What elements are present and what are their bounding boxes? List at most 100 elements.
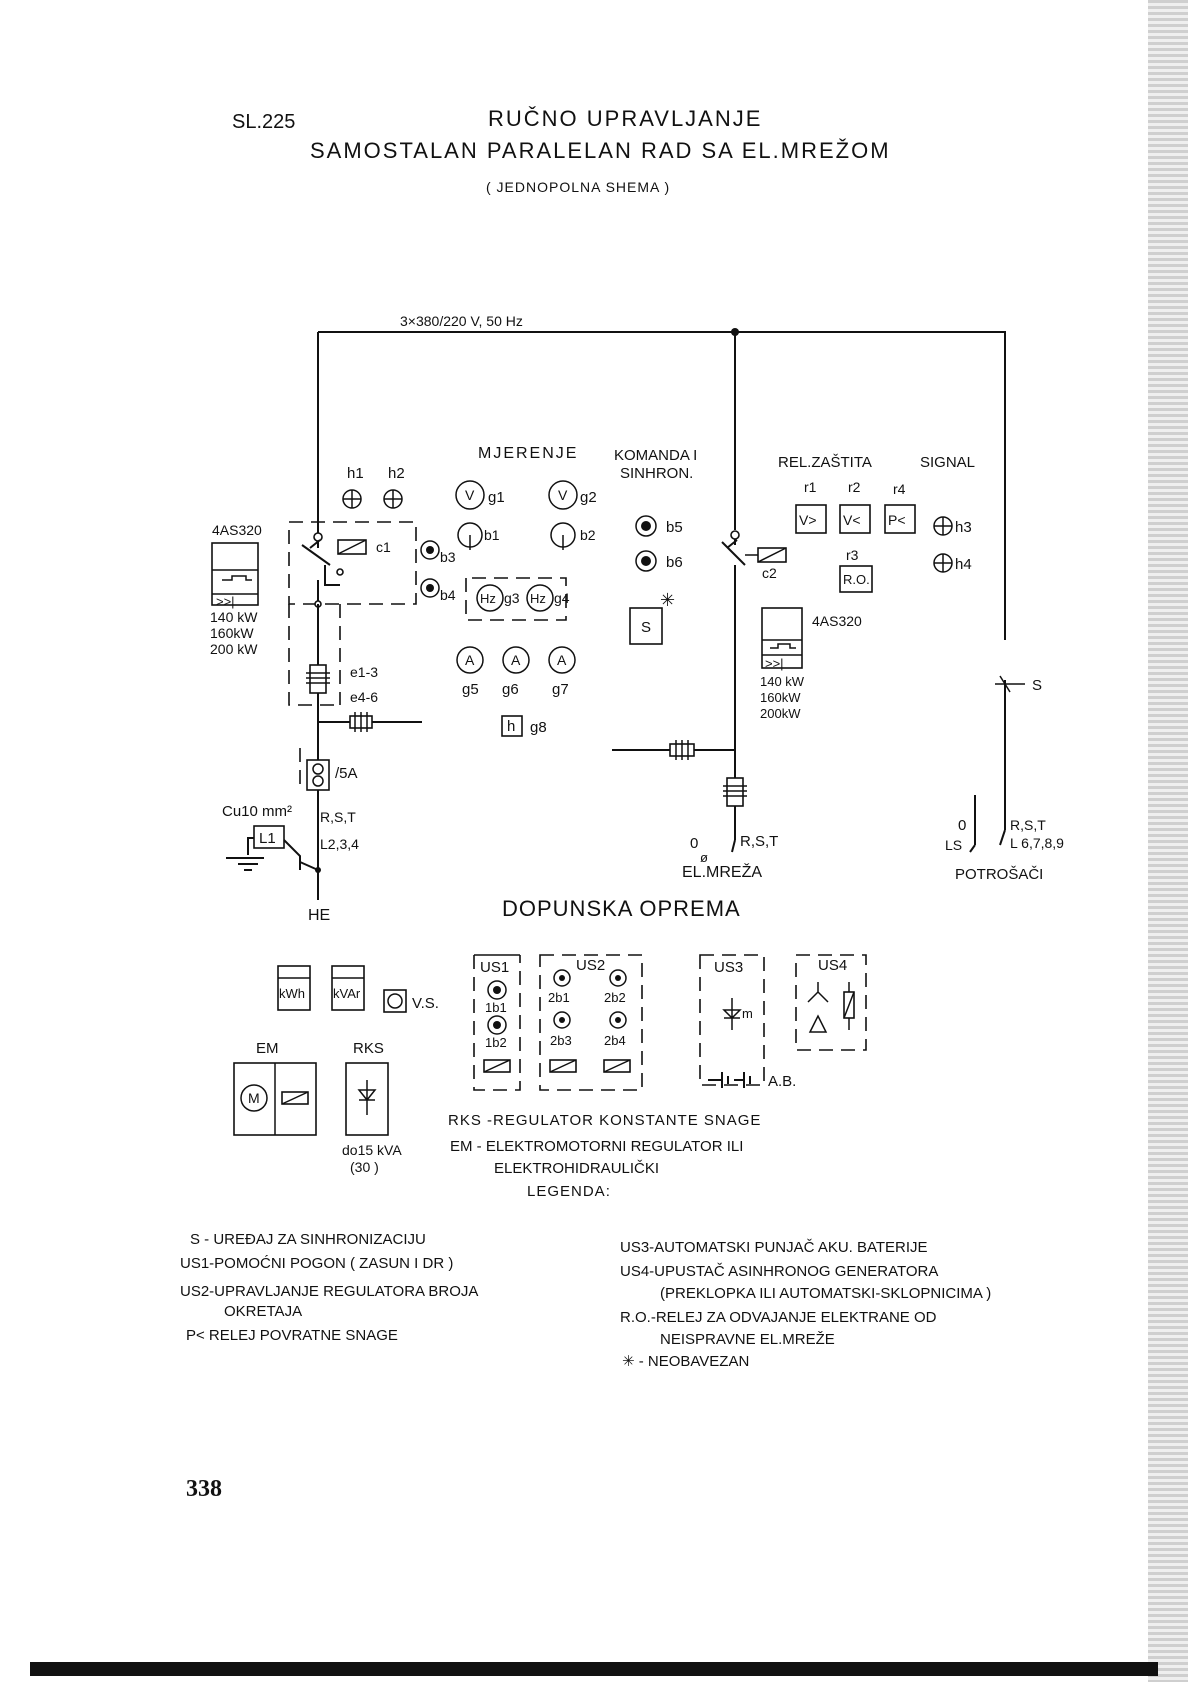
section-mjerenje: MJERENJE: [478, 445, 578, 462]
rks-diode-icon: [357, 1080, 377, 1115]
right-breaker-divider: [762, 639, 802, 656]
relay-r2-box: [839, 504, 871, 534]
c1-aux-contact: [336, 568, 344, 576]
voltmeter-g1-symbol: V: [465, 487, 475, 503]
button-b4-icon: [420, 578, 440, 598]
gen-l234-label: L2,3,4: [320, 836, 359, 852]
cable-label: Cu10 mm²: [222, 803, 292, 820]
relay-r1-box: [795, 504, 827, 534]
legend-left-3: US2-UPRAVLJANJE REGULATORA BROJA: [180, 1283, 478, 1300]
us2-label: US2: [576, 957, 605, 974]
section-komanda: KOMANDA I: [614, 447, 697, 464]
left-breaker-rating-2: 160kW: [210, 625, 254, 641]
left-breaker-type: 4AS320: [212, 522, 262, 538]
us3-m-label: m: [742, 1006, 753, 1021]
figure-number: SL.225: [232, 111, 295, 133]
us1-coil-diag: [483, 1059, 511, 1073]
section-sinhron: SINHRON.: [620, 465, 693, 482]
section-relzastita: REL.ZAŠTITA: [778, 454, 872, 471]
relay-r3-box: [839, 565, 873, 593]
optional-star-icon: ✳: [660, 590, 675, 610]
battery-icon: [708, 1072, 751, 1088]
kvar-label: kVAr: [333, 986, 361, 1001]
main-busbar: [318, 331, 1006, 830]
b4-label: b4: [440, 587, 456, 603]
lamp-h2-icon: [383, 489, 403, 509]
potrosaci-label: POTROŠAČI: [955, 866, 1043, 883]
legend-left-2: US1-POMOĆNI POGON ( ZASUN I DR ): [180, 1255, 453, 1272]
generator-terminal-bend: [299, 840, 319, 871]
left-breaker-rating-3: 200 kW: [210, 641, 258, 657]
ct-core-top: [312, 763, 324, 775]
switch-b2-icon: [550, 522, 576, 550]
page-subtitle: SAMOSTALAN PARALELAN RAD SA EL.MREŽOM: [310, 138, 891, 163]
g7-label: g7: [552, 681, 569, 698]
kwh-label: kWh: [279, 986, 305, 1001]
lamp-h1-icon: [342, 489, 362, 509]
abbrev-em: EM - ELEKTROMOTORNI REGULATOR ILI: [450, 1138, 743, 1155]
vs-label: V.S.: [412, 995, 439, 1012]
rks-rating-1: do15 kVA: [342, 1142, 402, 1158]
h2-label: h2: [388, 465, 405, 482]
left-breaker-divider: [212, 569, 258, 595]
frequency-meter-g3-icon: [476, 584, 504, 612]
legend-right-5: NEISPRAVNE EL.MREŽE: [660, 1331, 835, 1348]
em-motor-icon: [240, 1084, 268, 1112]
g2-label: g2: [580, 489, 597, 506]
h4-label: h4: [955, 556, 972, 573]
right-breaker-rating-1: 140 kW: [760, 674, 805, 689]
ct-core-bottom: [312, 775, 324, 787]
relay-r4-box: [884, 504, 916, 534]
us4-star-icon: [807, 982, 829, 1003]
us2-coil-1-diag: [549, 1059, 577, 1073]
g6-label: g6: [502, 681, 519, 698]
left-breaker-symbol: >>|: [216, 594, 235, 609]
lamp-h4-icon: [933, 553, 953, 573]
network-fuse: [726, 777, 744, 807]
legend-right-2: US4-UPUSTAČ ASINHRONOG GENERATORA: [620, 1263, 938, 1280]
us1-button-1-icon: [487, 980, 507, 1000]
us2-b3-label: 2b3: [550, 1033, 572, 1048]
us1-label: US1: [480, 959, 509, 976]
legend-right-4: R.O.-RELEJ ZA ODVAJANJE ELEKTRANE OD: [620, 1309, 937, 1326]
tap-fuse-left-mark: [354, 712, 368, 732]
ab-label: A.B.: [768, 1073, 796, 1090]
coil-c2-diag: [757, 547, 787, 563]
g4-label: g4: [554, 590, 570, 606]
el-mreza-label: EL.MREŽA: [682, 862, 762, 881]
r4-label: r4: [893, 481, 906, 497]
fuse-e1-3-mark: [306, 672, 330, 684]
network-zero-symbol: ø: [700, 850, 708, 865]
h1-label: h1: [347, 465, 364, 482]
network-terminal-bend: [731, 839, 736, 853]
s-signal-line: [995, 675, 1025, 693]
us1-b2-label: 1b2: [485, 1035, 507, 1050]
left-breaker-rating-1: 140 kW: [210, 609, 258, 625]
l1-label: L1: [259, 830, 276, 847]
section-signal: SIGNAL: [920, 454, 975, 471]
b6-label: b6: [666, 554, 683, 571]
tap-fuse-right-mark: [675, 740, 689, 760]
synchronizer-box: [629, 607, 663, 645]
us4-dashed-box: [795, 954, 867, 1051]
relay-r2-symbol: V<: [843, 512, 861, 528]
c2-label: c2: [762, 565, 777, 581]
switch-b1-icon: [457, 522, 483, 550]
legend-left-5: P< RELEJ POVRATNE SNAGE: [186, 1327, 398, 1344]
right-breaker-box: [761, 607, 803, 669]
e4-6-label: e4-6: [350, 689, 378, 705]
s-line-label: S: [1032, 677, 1042, 694]
frequency-meter-g3-symbol: Hz: [480, 591, 496, 606]
fuse-e1-3: [309, 664, 327, 694]
legend-left-4: OKRETAJA: [224, 1303, 302, 1320]
hour-meter-g8-icon: [501, 715, 523, 737]
abbrev-rks: RKS -REGULATOR KONSTANTE SNAGE: [448, 1112, 761, 1129]
us2-b2-label: 2b2: [604, 990, 626, 1005]
legend-title: LEGENDA:: [527, 1183, 611, 1200]
generator-control-dashed-box: [288, 521, 417, 605]
r3-label: r3: [846, 547, 859, 563]
right-breaker-symbol: >>|: [765, 656, 784, 671]
button-b5-icon: [635, 515, 657, 537]
r2-label: r2: [848, 479, 861, 495]
us1-dashed-box: [473, 955, 521, 1091]
